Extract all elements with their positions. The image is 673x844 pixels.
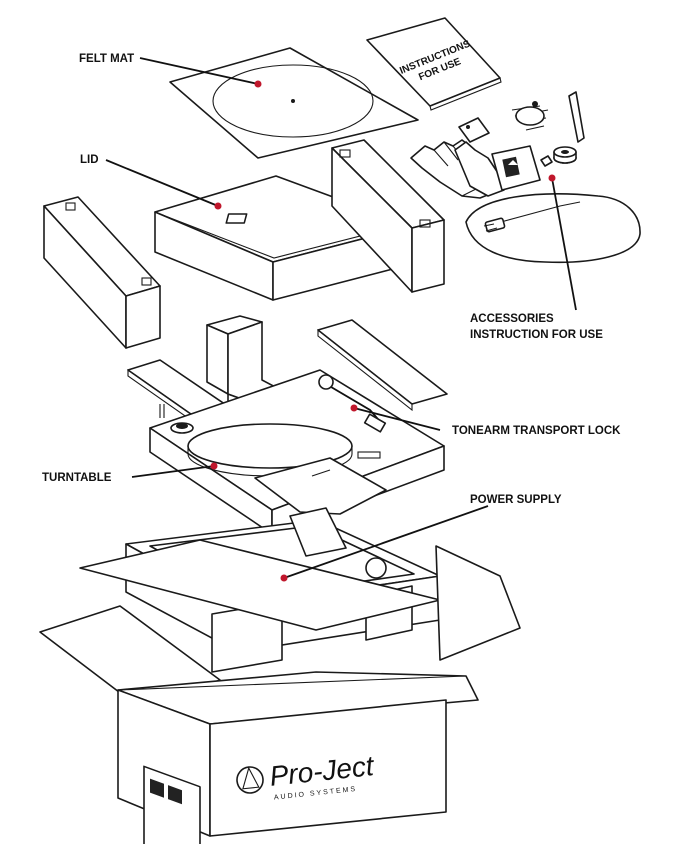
accessory-card [491, 145, 541, 191]
turntable-part [149, 369, 445, 535]
screws-set [511, 101, 549, 131]
adapter-stick [568, 91, 585, 143]
power-supply-marker [280, 574, 288, 582]
label-felt-mat: FELT MAT [79, 53, 134, 65]
label-power-supply: POWER SUPPLY [470, 494, 562, 506]
instructions-booklet: INSTRUCTIONS FOR USE [366, 17, 502, 111]
foam-block-right [331, 139, 445, 293]
felt-mat-marker [254, 80, 262, 88]
label-instruction-for-use: INSTRUCTION FOR USE [470, 329, 603, 341]
shipping-box [39, 539, 521, 844]
turntable-marker [210, 462, 218, 470]
label-lid: LID [80, 154, 99, 166]
tonearm-lock-marker [350, 404, 358, 412]
accessories-marker [548, 174, 556, 182]
accessories-group [410, 91, 641, 264]
small-clip [540, 155, 553, 167]
label-accessories: ACCESSORIES [470, 313, 554, 325]
power-cord-bag [465, 193, 641, 264]
felt-mat-part [169, 47, 419, 159]
label-tonearm-transport-lock: TONEARM TRANSPORT LOCK [452, 425, 621, 437]
lid-marker [214, 202, 222, 210]
cardboard-insert-right [317, 319, 448, 412]
gloves [410, 139, 505, 199]
foam-block-left [43, 196, 161, 349]
callout-leaders [105, 57, 577, 582]
label-turntable: TURNTABLE [42, 472, 112, 484]
counterweight [553, 146, 577, 164]
cartridge-tool [458, 117, 490, 143]
